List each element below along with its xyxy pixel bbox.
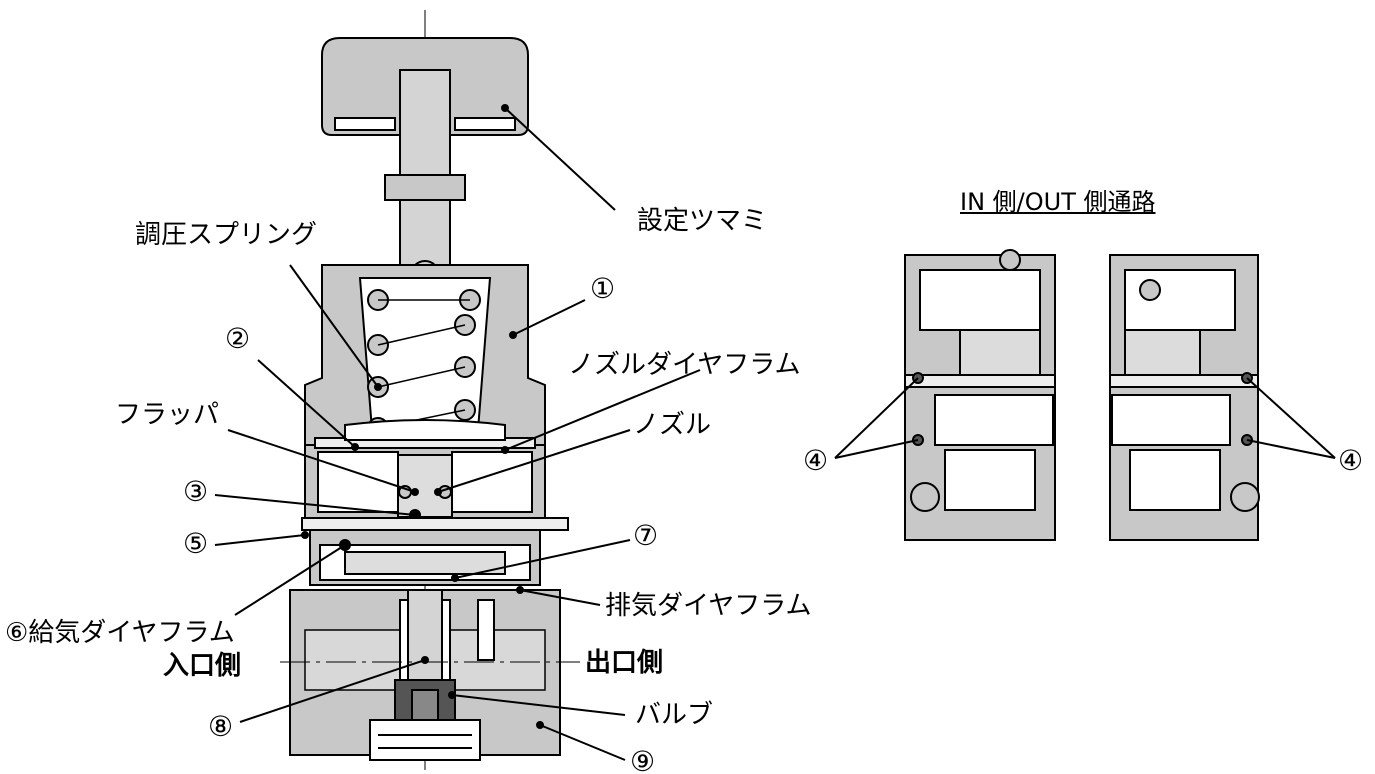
label-inlet-side: 入口側 bbox=[163, 651, 242, 681]
label-passage-title: IN 側/OUT 側通路 bbox=[960, 188, 1156, 216]
label-number-5: ⑤ bbox=[183, 527, 209, 560]
label-valve: バルブ bbox=[635, 700, 714, 730]
passage-detail-views bbox=[834, 249, 1336, 541]
label-number-7: ⑦ bbox=[633, 519, 659, 552]
label-number-8: ⑧ bbox=[208, 710, 234, 743]
label-number-4-left: ④ bbox=[803, 444, 829, 477]
label-number-1: ① bbox=[590, 272, 616, 305]
leader-lines bbox=[214, 104, 701, 761]
label-number-3: ③ bbox=[183, 475, 209, 508]
label-exhaust-diaphragm: 排気ダイヤフラム bbox=[605, 591, 812, 621]
label-flapper: フラッパ bbox=[115, 400, 220, 430]
label-number-2: ② bbox=[225, 322, 251, 355]
label-number-9: ⑨ bbox=[630, 745, 656, 774]
label-nozzle-diaphragm: ノズルダイヤフラム bbox=[568, 350, 801, 380]
label-outlet-side: 出口側 bbox=[585, 648, 664, 678]
label-pressure-spring: 調圧スプリング bbox=[135, 220, 318, 250]
label-setting-knob: 設定ツマミ bbox=[637, 206, 768, 236]
label-supply-diaphragm: ⑥給気ダイヤフラム bbox=[5, 618, 235, 648]
label-nozzle: ノズル bbox=[633, 410, 712, 440]
label-number-4-right: ④ bbox=[1338, 444, 1364, 477]
knob-stem bbox=[399, 69, 451, 271]
